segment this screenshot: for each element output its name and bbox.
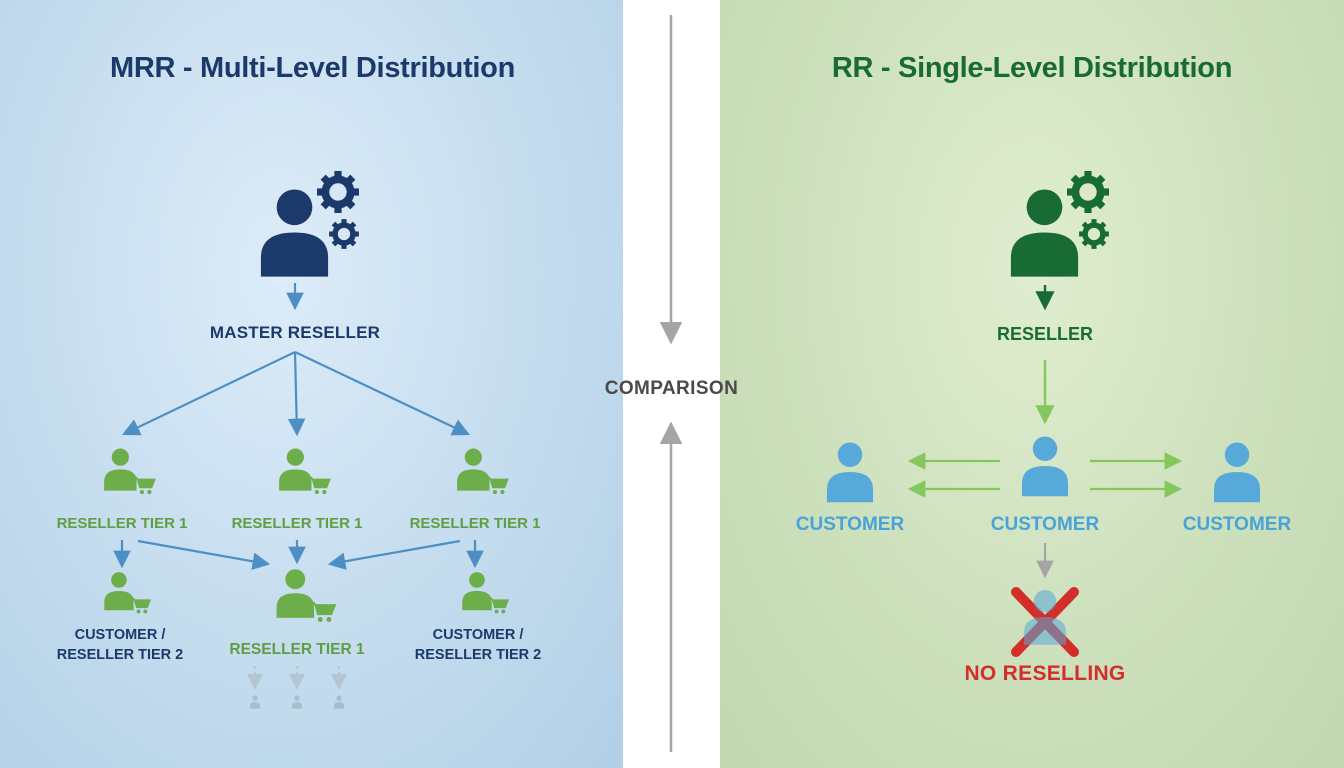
rr-arrows: [907, 285, 1183, 657]
arrow-fan-right: [294, 351, 470, 436]
comparison-label: COMPARISON: [604, 378, 739, 399]
customer-person-icon: [814, 436, 886, 508]
arrow-tier1-left-diag: [137, 539, 271, 570]
reseller-tier1-label: RESELLER TIER 1: [409, 515, 541, 532]
arrow-fan-center: [287, 351, 306, 437]
customer-tier2-person-cart-icon: [454, 568, 512, 616]
customer-label: CUSTOMER: [1182, 514, 1292, 535]
mrr-panel: MRR - Multi-Level Distribution: [0, 0, 625, 768]
customer-label: CUSTOMER: [795, 514, 905, 535]
rr-panel: RR - Single-Level Distribution: [720, 0, 1344, 768]
arrow-tier1-right-diag: [327, 539, 461, 570]
reseller-tier1-person-cart-icon: [270, 444, 334, 497]
reseller-tier1-person-cart-icon: [95, 444, 159, 497]
reseller-tier1-label: RESELLER TIER 1: [231, 515, 363, 532]
customer-tier2-label: CUSTOMER / RESELLER TIER 2: [414, 627, 542, 663]
reseller-tier1-label: RESELLER TIER 1: [56, 515, 188, 532]
comparison-divider: COMPARISON: [605, 0, 738, 768]
customer-tier2-label: CUSTOMER / RESELLER TIER 2: [56, 627, 184, 663]
mrr-title: MRR - Multi-Level Distribution: [109, 52, 516, 84]
customer-person-icon: [1009, 430, 1081, 502]
arrow-fan-left: [122, 351, 296, 436]
faded-person-icon: [247, 694, 263, 710]
rr-title: RR - Single-Level Distribution: [831, 52, 1233, 84]
customer-tier2-person-cart-icon: [96, 568, 154, 616]
no-reselling-label: NO RESELLING: [964, 662, 1126, 685]
reseller-tier1-person-cart-icon: [448, 444, 512, 497]
customer-label: CUSTOMER: [990, 514, 1100, 535]
banned-reseller-person-icon: [1012, 584, 1078, 650]
master-reseller-person-gears-icon: [240, 150, 366, 280]
reseller-label: RESELLER: [996, 324, 1093, 344]
reseller-tier1-label: RESELLER TIER 1: [229, 641, 365, 658]
faded-person-icon: [331, 694, 347, 710]
reseller-tier1-person-cart-icon: [266, 564, 340, 626]
faded-person-icon: [289, 694, 305, 710]
customer-person-icon: [1201, 436, 1273, 508]
master-reseller-label: MASTER RESELLER: [209, 323, 381, 342]
reseller-person-gears-icon: [990, 150, 1116, 280]
